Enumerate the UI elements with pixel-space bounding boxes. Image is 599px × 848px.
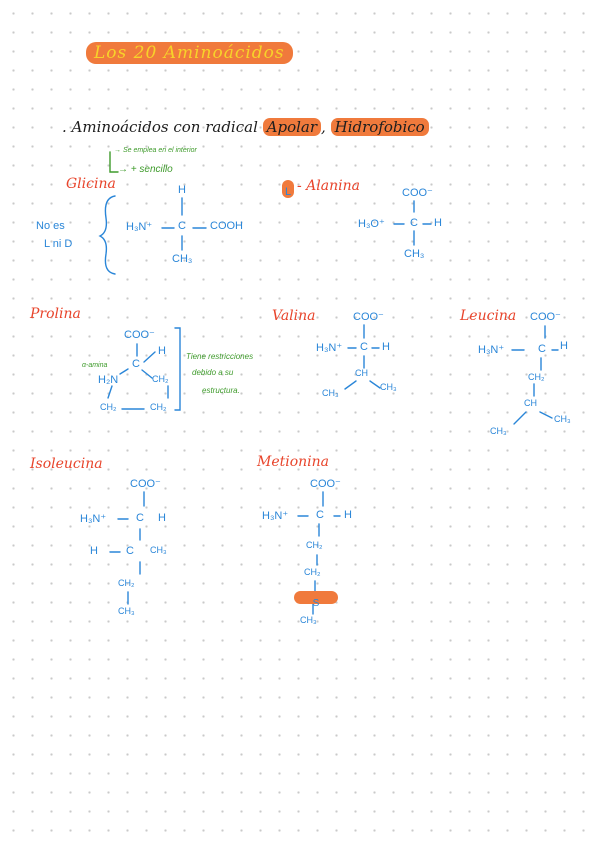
prolina-h: H [158, 345, 166, 357]
glicina-amine: H₃N⁺ [126, 221, 153, 233]
glicina-h: H [178, 184, 186, 196]
metionina-ch2-b: CH₂ [304, 567, 321, 577]
prolina-note-3: estructura. [202, 386, 240, 395]
leucina-ch2: CH₂ [528, 372, 545, 382]
isoleucina-c: C [136, 512, 144, 524]
prolina-ch2-bottom-left: CH₂ [100, 402, 117, 412]
leucina-name: Leucina [460, 308, 517, 324]
prolina-c: C [132, 358, 140, 370]
heading-prefix: Aminoácidos con radical [71, 118, 258, 136]
alanina-ch3: CH₃ [404, 248, 425, 260]
valina-amine: H₃N⁺ [316, 342, 343, 354]
highlight-hidrofobico: Hidrofobico [330, 118, 429, 136]
valina-name: Valina [272, 308, 316, 324]
glicina-ch3: CH₃ [172, 253, 193, 265]
page-title: Los 20 Aminoácidos [86, 42, 293, 64]
valina-ch3-left: CH₃ [322, 388, 339, 398]
glicina-side-2: L ni D [44, 238, 73, 250]
valina-c: C [360, 341, 368, 353]
leucina-ch3-left: CH₃ [490, 426, 507, 436]
prolina-name: Prolina [30, 306, 81, 322]
alanina-name: - Alanina [297, 178, 360, 194]
leucina-c: C [538, 343, 546, 355]
glicina-name: Glicina [66, 176, 116, 192]
leucina-ch: CH [524, 398, 537, 408]
glicina-note-1: → Se emplea en el interior [114, 147, 197, 154]
valina-ch: CH [355, 368, 368, 378]
heading-comma: , [321, 118, 326, 136]
glicina-c: C [178, 220, 186, 232]
isoleucina-name: Isoleucina [30, 456, 103, 472]
metionina-c: C [316, 509, 324, 521]
metionina-s-highlight: S [294, 591, 338, 609]
prolina-amine-note: α-amina [82, 362, 108, 369]
metionina-ch3: CH₃ [300, 615, 317, 625]
leucina-amine: H₃N⁺ [478, 344, 505, 356]
bullet: . [62, 118, 67, 136]
metionina-amine: H₃N⁺ [262, 510, 289, 522]
isoleucina-ch2: CH₂ [118, 578, 135, 588]
glicina-side-1: No es [36, 220, 65, 232]
isoleucina-h-left: H [90, 545, 98, 557]
leucina-ch3-right: CH₃ [554, 414, 571, 424]
metionina-h: H [344, 509, 352, 521]
prolina-ch2-right: CH₂ [152, 374, 169, 384]
section-heading: . Aminoácidos con radical Apolar, Hidrof… [62, 118, 429, 136]
glicina-cooh: COOH [210, 220, 243, 232]
isoleucina-ch3-right: CH₃ [150, 545, 167, 555]
glicina-note-2: → + sencillo [118, 164, 173, 175]
valina-ch3-right: CH₃ [380, 382, 397, 392]
isoleucina-h: H [158, 512, 166, 524]
leucina-h: H [560, 340, 568, 352]
valina-h: H [382, 341, 390, 353]
prolina-ch2-bottom-right: CH₂ [150, 402, 167, 412]
prolina-coo: COO⁻ [124, 329, 155, 341]
alanina-c: C [410, 217, 418, 229]
isoleucina-coo: COO⁻ [130, 478, 161, 490]
metionina-coo: COO⁻ [310, 478, 341, 490]
alanina-marker-text: L [284, 186, 292, 198]
isoleucina-c2: C [126, 545, 134, 557]
isoleucina-ch3: CH₃ [118, 606, 135, 616]
isoleucina-amine: H₃N⁺ [80, 513, 107, 525]
alanina-marker: L [282, 180, 294, 198]
alanina-h: H [434, 217, 442, 229]
page-title-text: Los 20 Aminoácidos [94, 43, 285, 63]
alanina-coo: COO⁻ [402, 187, 433, 199]
metionina-name: Metionina [257, 454, 330, 470]
prolina-hn: H₂N [98, 374, 119, 386]
prolina-note-1: Tiene restricciones [186, 352, 254, 361]
leucina-coo: COO⁻ [530, 311, 561, 323]
metionina-s: S [312, 598, 320, 609]
highlight-apolar: Apolar [262, 118, 322, 136]
metionina-ch2-a: CH₂ [306, 540, 323, 550]
valina-coo: COO⁻ [353, 311, 384, 323]
alanina-h3o: H₃O⁺ [358, 218, 385, 230]
prolina-note-2: debido a su [192, 368, 234, 377]
